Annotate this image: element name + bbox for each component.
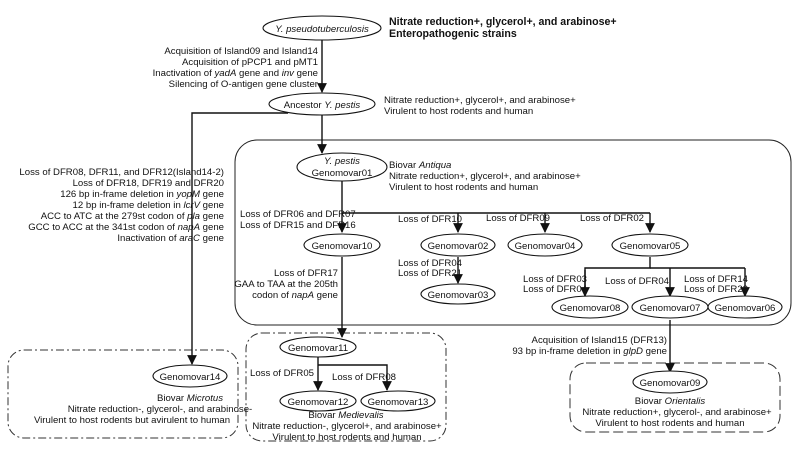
pestis-lineage-box [234,139,792,326]
node-root-ellipse [262,15,382,41]
node-g13-label: Genomovar13 [368,397,429,408]
antiqua-line2: Nitrate reduction+, glycerol+, and arabi… [389,171,581,182]
microtus-event-line7: Inactivation of araC gene [117,233,224,244]
event-g06-line1: Loss of DFR14 [684,274,749,285]
node-g12-ellipse [279,390,357,412]
event-g11-line3: codon of napA gene [252,290,338,301]
node-g05-ellipse [611,233,689,257]
root-traits-line1: Nitrate reduction+, glycerol+, and arabi… [389,16,617,28]
event-g11-line2: GAA to TAA at the 205th [234,279,338,290]
node-g08-label: Genomovar08 [560,303,621,314]
node-g10-label: Genomovar10 [312,241,373,252]
node-ancestor-label: Ancestor Y. pestis [284,100,361,111]
microtus-event-line6: GCC to ACC at the 341st codon of napA ge… [28,222,224,233]
edges [187,40,750,391]
event-g10-line1: Loss of DFR06 and DFR07 [240,209,356,220]
event-g11-line1: Loss of DFR17 [274,268,338,279]
event-g10-line2: Loss of DFR15 and DFR16 [240,220,356,231]
node-g11-label: Genomovar11 [288,343,348,354]
root-event-line2: Acquisition of pPCP1 and pMT1 [182,57,318,68]
node-g01-ellipse [296,152,388,182]
event-g09-line2: 93 bp in-frame deletion in glpD gene [512,346,667,357]
microtus-event-line4: 12 bp in-frame deletion in lcrV gene [73,200,224,211]
node-g03-ellipse [420,283,496,305]
edge-g11-to-g13 [318,364,392,391]
node-g06-ellipse [707,295,783,319]
node-g02-label: Genomovar02 [428,241,489,252]
root-event-line1: Acquisition of Island09 and Island14 [164,46,318,57]
node-g01-label: Genomovar01 [312,168,373,179]
antiqua-line3: Virulent to host rodents and human [389,182,538,193]
node-g06-label: Genomovar06 [715,303,776,314]
event-g07: Loss of DFR04 [605,276,670,287]
event-g03-line2: Loss of DFR21 [398,268,462,279]
orientalis-group-box [569,362,781,433]
event-g08-line2: Loss of DFR04 [523,284,588,295]
orientalis-biovar: Biovar Orientalis [635,396,706,407]
event-g09-line1: Acquisition of Island15 (DFR13) [532,335,667,346]
microtus-event-line2: Loss of DFR18, DFR19 and DFR20 [73,178,224,189]
node-g03-label: Genomovar03 [428,290,489,301]
node-g10-ellipse [303,233,381,257]
node-g14-ellipse [152,364,228,388]
node-root-label: Y. pseudotuberculosis [275,24,369,35]
microtus-event-line5: ACC to ATC at the 279st codon of pla gen… [41,211,224,222]
node-g09-ellipse [632,370,708,394]
microtus-line3: Virulent to host rodents but avirulent t… [34,415,230,426]
node-g07-label: Genomovar07 [640,303,701,314]
node-g12-label: Genomovar12 [288,397,349,408]
microtus-line2: Nitrate reduction-, glycerol-, and arabi… [68,404,253,415]
event-g08-line1: Loss of DFR03 [523,274,587,285]
node-ancestor-ellipse [268,92,376,116]
orientalis-line3: Virulent to host rodents and human [595,418,744,429]
event-g02: Loss of DFR10 [398,214,462,225]
event-g03-line1: Loss of DFR04 [398,258,463,269]
node-g09-label: Genomovar09 [640,378,701,389]
medievalis-line2: Nitrate reduction-, glycerol+, and arabi… [252,421,442,432]
ancestor-traits-line2: Virulent to host rodents and human [384,106,533,117]
node-g14-label: Genomovar14 [160,372,221,383]
event-g04: Loss of DFR09 [486,213,550,224]
antiqua-biovar: Biovar Antiqua [389,160,451,171]
ancestor-traits-line1: Nitrate reduction+, glycerol+, and arabi… [384,95,576,106]
node-g04-label: Genomovar04 [515,241,576,252]
medievalis-biovar: Biovar Medievalis [308,410,383,421]
node-g08-ellipse [551,295,629,319]
node-g13-ellipse [360,390,436,412]
orientalis-line2: Nitrate reduction+, glycerol-, and arabi… [582,407,772,418]
root-event-line4: Silencing of O-antigen gene cluster [169,79,319,90]
node-g05-label: Genomovar05 [620,241,681,252]
medievalis-line3: Virulent to host rodents and human [272,432,421,443]
edge-ancestor-to-microtus [187,112,288,365]
node-g11-ellipse [279,336,357,358]
event-g12: Loss of DFR05 [250,368,314,379]
node-pestis-label: Y. pestis [324,156,360,167]
event-g05: Loss of DFR02 [580,213,644,224]
microtus-biovar: Biovar Microtus [157,393,223,404]
microtus-event-line1: Loss of DFR08, DFR11, and DFR12(Island14… [19,167,224,178]
event-g13: Loss of DFR08 [332,372,396,383]
microtus-event-line3: 126 bp in-frame deletion in yopM gene [60,189,224,200]
microtus-group-box [7,349,239,439]
root-traits-line2: Enteropathogenic strains [389,28,517,40]
node-g02-ellipse [420,233,496,257]
event-g06-line2: Loss of DFR22 [684,284,748,295]
node-g04-ellipse [507,233,583,257]
root-event-line3: Inactivation of yadA gene and inv gene [153,68,318,79]
